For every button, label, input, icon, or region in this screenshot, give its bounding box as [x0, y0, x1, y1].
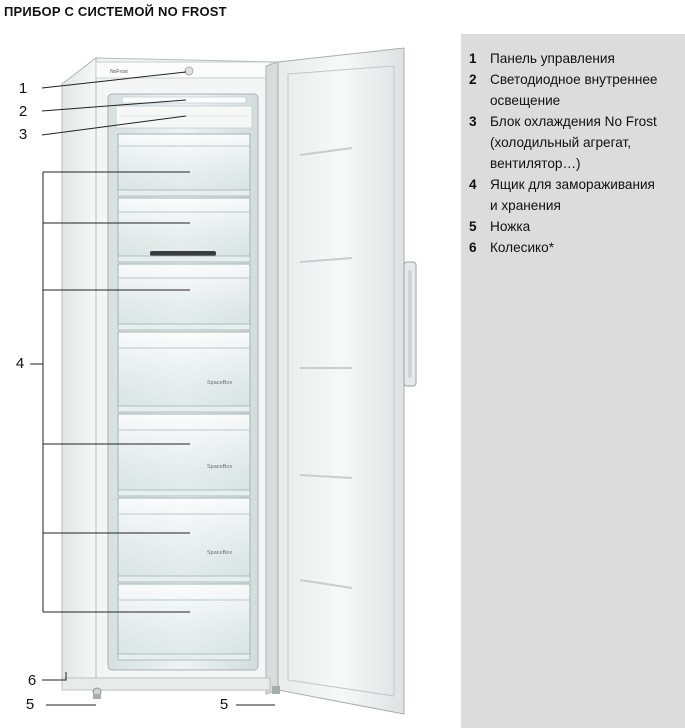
legend-number: 2 [469, 72, 477, 87]
cabinet-side [61, 56, 97, 691]
legend-item: 3 Блок охлаждения No Frost (холодильный … [469, 111, 685, 174]
callout-5-right: 5 [219, 696, 229, 713]
door-liner [287, 65, 395, 697]
door-panel [277, 47, 405, 715]
drawer-label-spacebox: SpaceBox [207, 464, 232, 470]
freezer-illustration: NoFrost [15, 47, 417, 715]
legend-item: 1 Панель управления [469, 48, 685, 69]
drawer-label-spacebox: SpaceBox [207, 550, 232, 556]
legend-line: Блок охлаждения No Frost [490, 114, 657, 129]
page-title: ПРИБОР С СИСТЕМОЙ NO FROST [4, 4, 227, 19]
foot-left [93, 694, 101, 699]
door-ribs [299, 147, 353, 589]
legend-item: 4 Ящик для замораживания и хранения [469, 174, 685, 216]
leader-1 [41, 71, 187, 89]
legend-number: 5 [469, 219, 477, 234]
legend-item: 6 Колесико* [469, 237, 685, 258]
legend-number: 1 [469, 51, 477, 66]
legend-line: Колесико* [490, 240, 555, 255]
leader-2 [41, 99, 187, 112]
legend-line: Светодиодное внутреннее [490, 72, 658, 87]
drawer-5 [117, 413, 251, 497]
legend-line: Ящик для замораживания [490, 177, 655, 192]
legend-line: освещение [490, 93, 561, 108]
drawer-4 [117, 331, 251, 413]
callout-2: 2 [18, 103, 28, 120]
legend-panel: 1 Панель управления 2 Светодиодное внутр… [461, 34, 685, 728]
leader-3 [41, 115, 187, 136]
foot-right [272, 686, 280, 694]
freezer-drawing: NoFrost [30, 47, 417, 715]
callout-1: 1 [18, 80, 28, 97]
legend-line: Панель управления [490, 51, 615, 66]
callout-4: 4 [15, 355, 25, 372]
legend-list: 1 Панель управления 2 Светодиодное внутр… [469, 48, 685, 258]
cooling-unit [115, 105, 253, 129]
cabinet-base [61, 677, 271, 691]
legend-number: 6 [469, 240, 477, 255]
callout-3: 3 [18, 126, 28, 143]
legend-number: 3 [469, 114, 477, 129]
leader-6 [42, 672, 67, 681]
drawer-6 [117, 497, 251, 583]
legend-text: Светодиодное внутреннее освещение [490, 69, 685, 111]
callout-5-left: 5 [25, 696, 35, 713]
door-edge [265, 61, 279, 695]
legend-text: Панель управления [490, 48, 685, 69]
control-panel-knob [184, 66, 194, 76]
drawer-3 [117, 263, 251, 331]
callout-6: 6 [27, 672, 37, 689]
drawer-1 [117, 133, 251, 197]
legend-line: Ножка [490, 219, 531, 234]
drawer-label-spacebox: SpaceBox [207, 380, 232, 386]
drawer-2 [117, 197, 251, 263]
legend-text: Блок охлаждения No Frost (холодильный аг… [490, 111, 685, 174]
legend-line: (холодильный агрегат, [490, 135, 632, 150]
legend-text: Колесико* [490, 237, 685, 258]
drawers [117, 133, 251, 661]
legend-item: 5 Ножка [469, 216, 685, 237]
callout-lines [30, 71, 275, 706]
legend-text: Ящик для замораживания и хранения [490, 174, 685, 216]
legend-text: Ножка [490, 216, 685, 237]
legend-line: вентилятор…) [490, 156, 581, 171]
legend-item: 2 Светодиодное внутреннее освещение [469, 69, 685, 111]
legend-line: и хранения [490, 198, 561, 213]
legend-number: 4 [469, 177, 477, 192]
brand-mark: NoFrost [110, 69, 128, 75]
drawer-7 [117, 583, 251, 661]
